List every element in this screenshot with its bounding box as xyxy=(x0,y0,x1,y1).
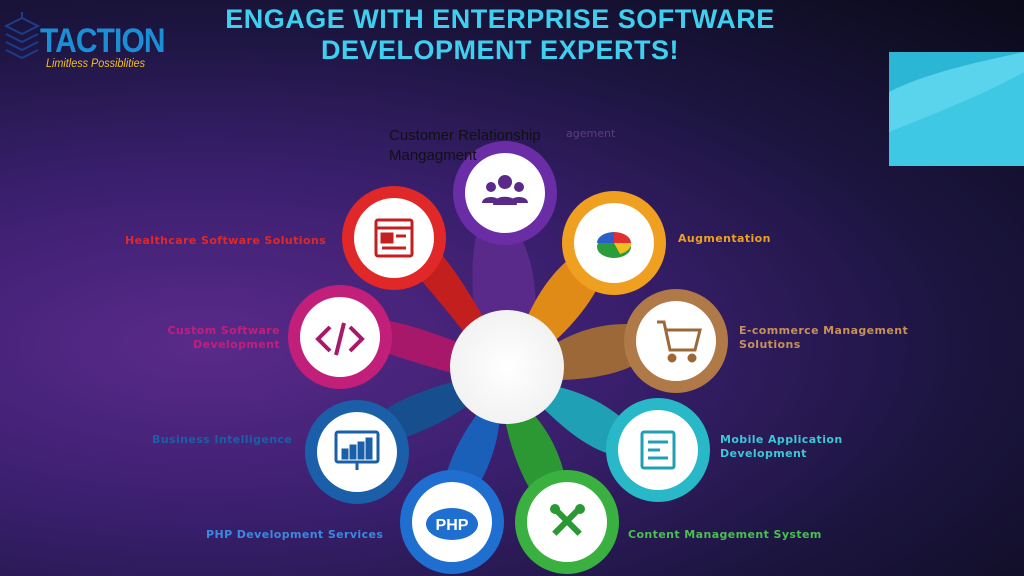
label-augmentation: Augmentation xyxy=(678,232,771,245)
php-badge-text: PHP xyxy=(436,517,469,534)
label-mobile: Mobile Application Development xyxy=(720,433,843,461)
company-logo[interactable]: TACTION Limitless Possiblities xyxy=(2,8,180,74)
page-title: ENGAGE WITH ENTERPRISE SOFTWARE DEVELOPM… xyxy=(180,4,820,66)
label-ecommerce-line-1: E-commerce Management xyxy=(739,324,909,337)
crm-overlay-label: Customer Relationship Mangagment xyxy=(389,126,579,166)
label-ecommerce: E-commerce Management Solutions xyxy=(739,324,908,352)
label-custom: Custom Software Development xyxy=(163,324,280,352)
php-icon: PHP xyxy=(426,508,478,540)
label-mobile-line-2: Development xyxy=(720,447,807,460)
label-php: PHP Development Services xyxy=(206,528,384,541)
tools-icon xyxy=(550,504,585,536)
logo-word: TACTION xyxy=(40,22,165,60)
document-icon xyxy=(640,430,676,470)
form-icon xyxy=(374,218,414,258)
pie-chart-icon xyxy=(597,232,632,258)
ghost-label: agement xyxy=(566,127,616,140)
label-custom-line-2: Development xyxy=(193,338,280,351)
shopping-cart-icon xyxy=(657,320,702,363)
title-line-2: DEVELOPMENT EXPERTS! xyxy=(320,35,680,65)
code-icon xyxy=(315,322,365,356)
label-custom-line-1: Custom Software xyxy=(167,324,280,337)
crm-overlay-line-1: Customer Relationship xyxy=(389,127,541,144)
label-mobile-line-1: Mobile Application xyxy=(720,433,843,446)
label-healthcare: Healthcare Software Solutions xyxy=(125,234,327,247)
logo-tagline: Limitless Possiblities xyxy=(46,56,146,70)
title-line-1: ENGAGE WITH ENTERPRISE SOFTWARE xyxy=(225,4,775,34)
stack-icon xyxy=(3,12,41,60)
crm-overlay-line-2: Mangagment xyxy=(389,147,477,164)
label-ecommerce-line-2: Solutions xyxy=(739,338,801,351)
bar-chart-icon xyxy=(334,430,380,470)
hub-circle xyxy=(450,310,564,424)
people-icon xyxy=(482,175,528,205)
label-cms: Content Management System xyxy=(628,528,822,541)
decorative-panel xyxy=(889,52,1024,166)
label-bi: Business Intelligence xyxy=(152,433,293,446)
